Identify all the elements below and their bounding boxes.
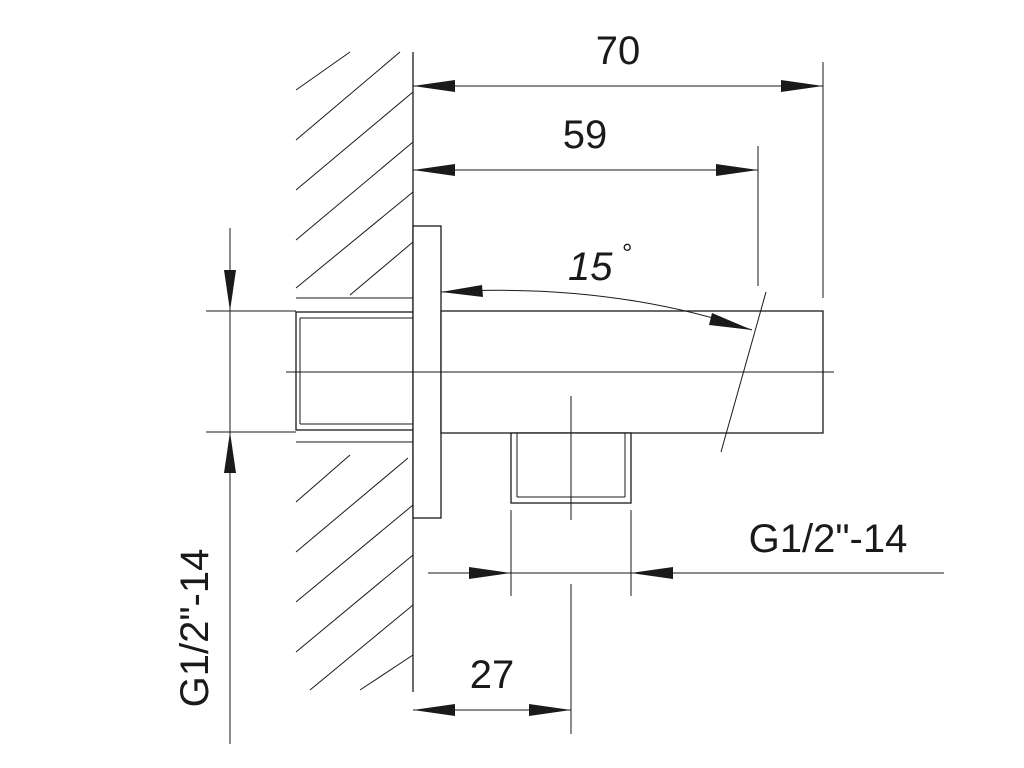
dimension-angle-label: 15: [568, 245, 613, 289]
degree-symbol: °: [622, 238, 632, 268]
inlet-thread: [295, 297, 414, 443]
dimension-outlet-offset: 27: [413, 584, 572, 734]
dimension-overall-label: 70: [596, 29, 641, 73]
dimension-overall: 70: [413, 29, 824, 298]
dimension-outlet-thread: G1/2"-14: [428, 510, 944, 596]
dimension-arm: 59: [413, 113, 759, 286]
thread-inlet-label: G1/2"-14: [173, 549, 217, 708]
angle-reference-line: [720, 291, 767, 453]
dimension-outlet-offset-label: 27: [470, 653, 515, 697]
wall-hatching: [295, 51, 414, 691]
dimension-arm-label: 59: [563, 113, 608, 157]
thread-outlet-label: G1/2"-14: [749, 517, 908, 561]
dimension-inlet-thread: G1/2"-14: [173, 228, 296, 744]
dimension-angle: 15 °: [440, 238, 753, 331]
